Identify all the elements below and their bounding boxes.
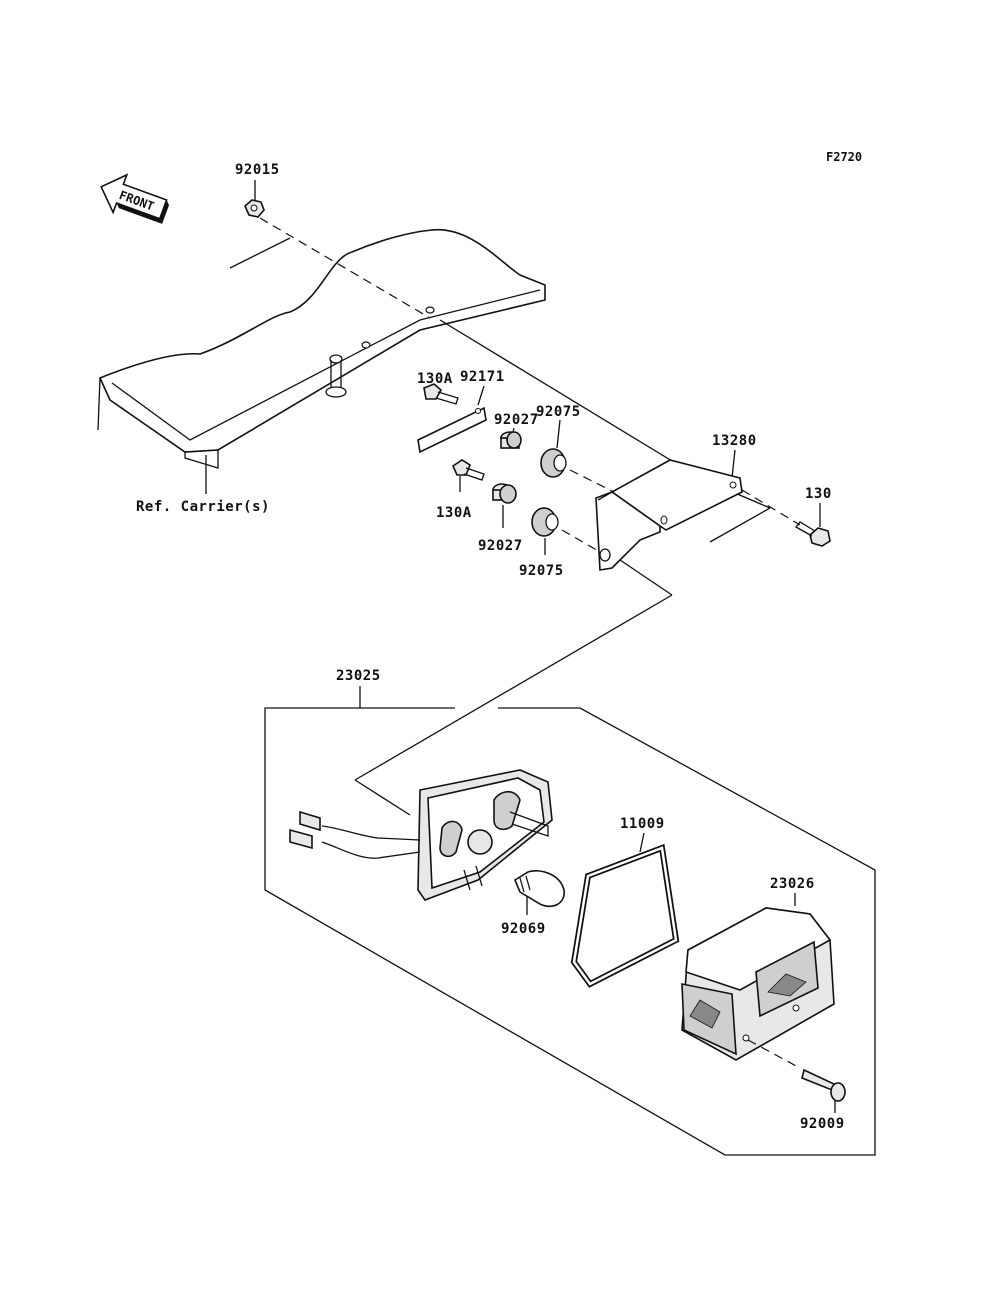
collar-92027-top [500, 431, 522, 449]
taillight-base-23025 [289, 769, 553, 901]
gasket-11009 [570, 843, 680, 988]
part-label-23025: 23025 [336, 668, 381, 684]
tie-92171 [417, 406, 487, 454]
part-label-92027-bottom: 92027 [478, 538, 523, 554]
bracket-13280 [595, 459, 743, 571]
part-label-92027-top: 92027 [494, 412, 539, 428]
part-label-92075-bottom: 92075 [519, 563, 564, 579]
part-label-130A-bottom: 130A [436, 505, 472, 521]
part-label-92015: 92015 [235, 162, 280, 178]
front-arrow-icon: FRONT [100, 173, 169, 224]
reference-label: Ref. Carrier(s) [136, 499, 270, 515]
part-label-92069: 92069 [501, 921, 546, 937]
bolt-130A-bottom [451, 459, 485, 481]
grommet-92075-bottom [531, 507, 559, 537]
part-label-130A-top: 130A [417, 371, 453, 387]
part-label-11009: 11009 [620, 816, 665, 832]
bulb-92069 [513, 870, 565, 908]
part-label-23026: 23026 [770, 876, 815, 892]
part-label-92075-top: 92075 [536, 404, 581, 420]
bolt-130 [795, 521, 831, 547]
carrier-reference [97, 229, 546, 469]
bolt-130A-top [423, 383, 459, 405]
part-label-92171: 92171 [460, 369, 505, 385]
part-label-130: 130 [805, 486, 832, 502]
screw-92009 [801, 1068, 846, 1102]
part-label-13280: 13280 [712, 433, 757, 449]
lens-23026 [681, 907, 835, 1061]
diagram-code: F2720 [826, 150, 862, 164]
collar-92027-bottom [492, 483, 517, 504]
grommet-92075-top [540, 448, 567, 478]
part-label-92009: 92009 [800, 1116, 845, 1132]
nut-92015 [244, 199, 265, 218]
